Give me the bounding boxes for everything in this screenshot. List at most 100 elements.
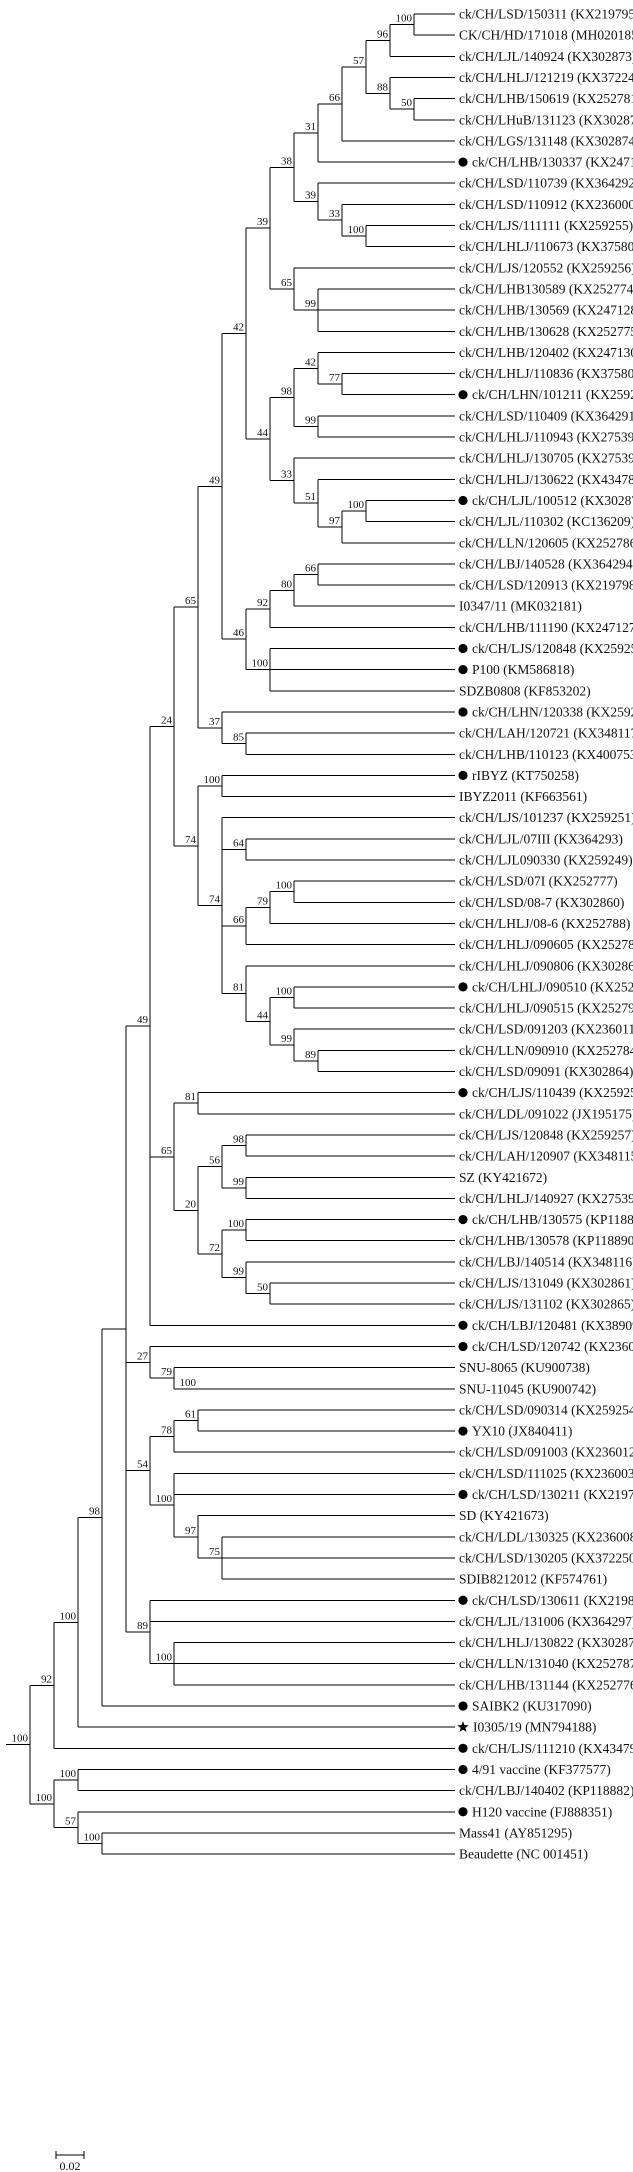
taxon-label: Beaudette (NC 001451) (459, 1847, 588, 1862)
taxon-label: ck/CH/LHLJ/090515 (KX252790) (459, 1001, 633, 1016)
taxon-label: ck/CH/LAH/120721 (KX348117) (459, 726, 633, 741)
filled-circle-marker-icon (458, 1214, 468, 1225)
bootstrap-value: 100 (156, 1493, 173, 1505)
taxon-label: ck/CH/LHB/110123 (KX400753) (459, 747, 633, 762)
taxon-label: ck/CH/LBJ/140402 (KP118882) (459, 1783, 633, 1798)
taxon-label: ck/CH/LHB/130569 (KX247128) (459, 303, 633, 318)
bootstrap-value: 42 (233, 322, 244, 334)
bootstrap-value: 75 (209, 1546, 221, 1558)
taxon-label: ck/CH/LHLJ/121219 (KX372249) (459, 70, 633, 85)
taxon-label: I0347/11 (MK032181) (459, 599, 582, 614)
bootstrap-value: 100 (60, 1610, 77, 1622)
bootstrap-value: 24 (161, 714, 173, 726)
bootstrap-value: 56 (209, 1155, 221, 1167)
bootstrap-value: 39 (305, 190, 317, 202)
taxon-label: ck/CH/LSD/08-7 (KX302860) (459, 895, 624, 910)
bootstrap-value: 97 (185, 1525, 197, 1537)
bootstrap-value: 92 (41, 1673, 52, 1685)
taxon-label: ck/CH/LSD/110409 (KX364291) (459, 408, 633, 423)
filled-circle-marker-icon (458, 707, 468, 717)
taxon-label: ck/CH/LJS/120848 (KX259257) (459, 1127, 633, 1142)
taxon-label: ck/CH/LHLJ/090806 (KX302869) (459, 958, 633, 973)
bootstrap-value: 79 (161, 1366, 173, 1378)
taxon-label: ck/CH/LHB130589 (KX252774) (459, 281, 633, 296)
taxon-label: SDIB8212012 (KF574761) (459, 1572, 607, 1587)
taxon-label: 4/91 vaccine (KF377577) (472, 1762, 611, 1777)
taxon-label: ck/CH/LJL090330 (KX259249) (459, 853, 633, 868)
taxon-label: ck/CH/LSD/130611 (KX219800) (472, 1593, 633, 1608)
taxon-label: ck/CH/LGS/131148 (KX302874) (459, 133, 633, 148)
filled-circle-marker-icon (458, 665, 468, 675)
taxon-label: ck/CH/LDL/091022 (JX195175) (459, 1106, 633, 1121)
taxon-label: ck/CH/LDL/130325 (KX236008) (459, 1529, 633, 1544)
taxon-label: ck/CH/LSD/09091 (KX302864) (459, 1064, 633, 1079)
taxon-label: I0305/19 (MN794188) (473, 1720, 596, 1735)
bootstrap-value: 81 (185, 1091, 196, 1103)
filled-star-marker-icon (457, 1721, 469, 1732)
bootstrap-value: 100 (60, 1768, 77, 1780)
taxon-label: P100 (KM586818) (472, 662, 574, 677)
taxon-label: ck/CH/LHLJ/110943 (KX275392) (459, 430, 633, 445)
taxon-label: ck/CH/LHLJ/110836 (KX375807) (459, 366, 633, 381)
bootstrap-value: 81 (233, 982, 244, 994)
taxon-label: ck/CH/LSD/130205 (KX372250) (459, 1550, 633, 1565)
tree-labels: 1009210098492465494239383166579610088503… (12, 7, 633, 1862)
taxon-label: H120 vaccine (FJ888351) (472, 1804, 612, 1819)
bootstrap-value: 50 (257, 1282, 269, 1294)
bootstrap-value: 64 (233, 837, 245, 849)
taxon-label: ck/CH/LHB/111190 (KX247127) (459, 620, 633, 635)
filled-circle-marker-icon (458, 1489, 468, 1500)
taxon-label: ck/CH/LJS/111111 (KX259255) (459, 218, 633, 233)
taxon-label: ck/CH/LHLJ/090605 (KX252789) (459, 937, 633, 952)
bootstrap-value: 79 (257, 896, 269, 908)
filled-circle-marker-icon (458, 157, 468, 167)
taxon-label: SNU-11045 (KU900742) (459, 1381, 596, 1396)
taxon-label: ck/CH/LHB/150619 (KX252781) (459, 91, 633, 106)
taxon-label: ck/CH/LHLJ/130622 (KX434788) (459, 472, 633, 487)
bootstrap-value: 100 (228, 1218, 245, 1230)
taxon-label: ck/CH/LHLJ/090510 (KX252783) (472, 979, 633, 994)
filled-circle-marker-icon (458, 1595, 468, 1605)
taxon-label: ck/CH/LBJ/120481 (KX389094) (472, 1318, 633, 1333)
taxon-label: IBYZ2011 (KF663561) (459, 789, 587, 804)
bootstrap-value: 88 (377, 81, 389, 93)
bootstrap-value: 100 (348, 499, 365, 511)
bootstrap-value: 38 (281, 155, 293, 167)
bootstrap-value: 44 (257, 1009, 269, 1021)
bootstrap-value: 33 (329, 208, 341, 220)
bootstrap-value: 66 (305, 562, 317, 574)
bootstrap-value: 39 (257, 216, 269, 228)
bootstrap-value: 85 (233, 732, 245, 744)
bootstrap-value: 37 (209, 716, 221, 728)
filled-circle-marker-icon (458, 1088, 468, 1098)
bootstrap-value: 65 (161, 1145, 173, 1157)
scale-bar: 0.02 (55, 2151, 85, 2172)
bootstrap-value: 99 (305, 414, 317, 426)
bootstrap-value: 72 (209, 1242, 220, 1254)
bootstrap-value: 100 (84, 1831, 101, 1843)
taxon-label: CK/CH/HD/171018 (MH020185) (459, 28, 633, 43)
filled-circle-marker-icon (458, 982, 468, 992)
bootstrap-value: 54 (137, 1459, 149, 1471)
taxon-label: ck/CH/LHN/101211 (KX259248) (472, 387, 633, 402)
taxon-label: ck/CH/LLN/131040 (KX252787) (459, 1656, 633, 1671)
taxon-label: ck/CH/LSD/091003 (KX236012) (459, 1445, 633, 1460)
bootstrap-value: 99 (233, 1176, 245, 1188)
bootstrap-value: 99 (233, 1266, 245, 1278)
taxon-label: Mass41 (AY851295) (459, 1825, 572, 1840)
taxon-label: YX10 (JX840411) (472, 1424, 572, 1439)
taxon-label: ck/CH/LAH/120907 (KX348115) (459, 1149, 633, 1164)
bootstrap-value: 96 (377, 28, 389, 40)
bootstrap-value: 98 (281, 385, 293, 397)
taxon-label: ck/CH/LHB/131144 (KX252776) (459, 1677, 633, 1692)
bootstrap-value: 31 (305, 121, 316, 133)
bootstrap-value: 98 (89, 1505, 101, 1517)
bootstrap-value: 100 (156, 1652, 173, 1664)
taxon-label: ck/CH/LHuB/131123 (KX302871) (459, 112, 633, 127)
bootstrap-value: 74 (209, 894, 221, 906)
taxon-label: ck/CH/LHB/120402 (KX247130) (459, 345, 633, 360)
bootstrap-value: 57 (65, 1816, 77, 1828)
bootstrap-value: 49 (209, 474, 221, 486)
taxon-label: ck/CH/LHB/130337 (KX247129) (472, 155, 633, 170)
